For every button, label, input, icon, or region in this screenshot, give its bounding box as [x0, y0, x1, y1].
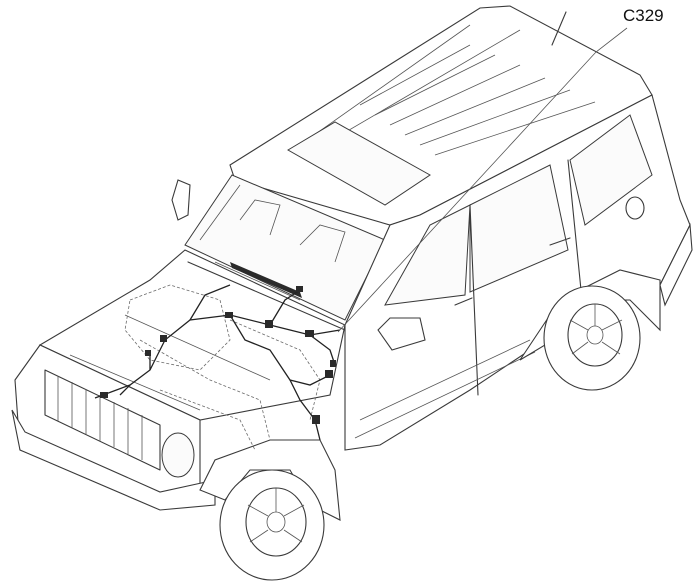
- rear-bumper: [659, 222, 693, 307]
- antenna: [551, 11, 567, 46]
- callout-leader-c329: [337, 27, 628, 333]
- rear-wheel: [543, 285, 641, 391]
- side-mirror: [377, 317, 426, 351]
- hidden-components: [124, 284, 321, 451]
- far-side-mirror: [171, 179, 191, 221]
- sunroof: [287, 121, 431, 206]
- callout-label-c329: C329: [623, 6, 664, 25]
- door-seam-front: [469, 204, 479, 396]
- cowl: [187, 261, 346, 331]
- headlight: [161, 432, 195, 478]
- front-wheel: [219, 469, 325, 581]
- grille: [44, 369, 161, 471]
- rear-door-handle: [549, 237, 571, 246]
- fuel-door: [625, 196, 645, 220]
- wiring-harness: [94, 284, 341, 441]
- cowl-vent: [230, 262, 302, 298]
- roof-ribs: [299, 24, 596, 156]
- quarter-window: [569, 114, 653, 226]
- front-door-handle: [454, 297, 473, 306]
- rear-door-window: [469, 164, 569, 293]
